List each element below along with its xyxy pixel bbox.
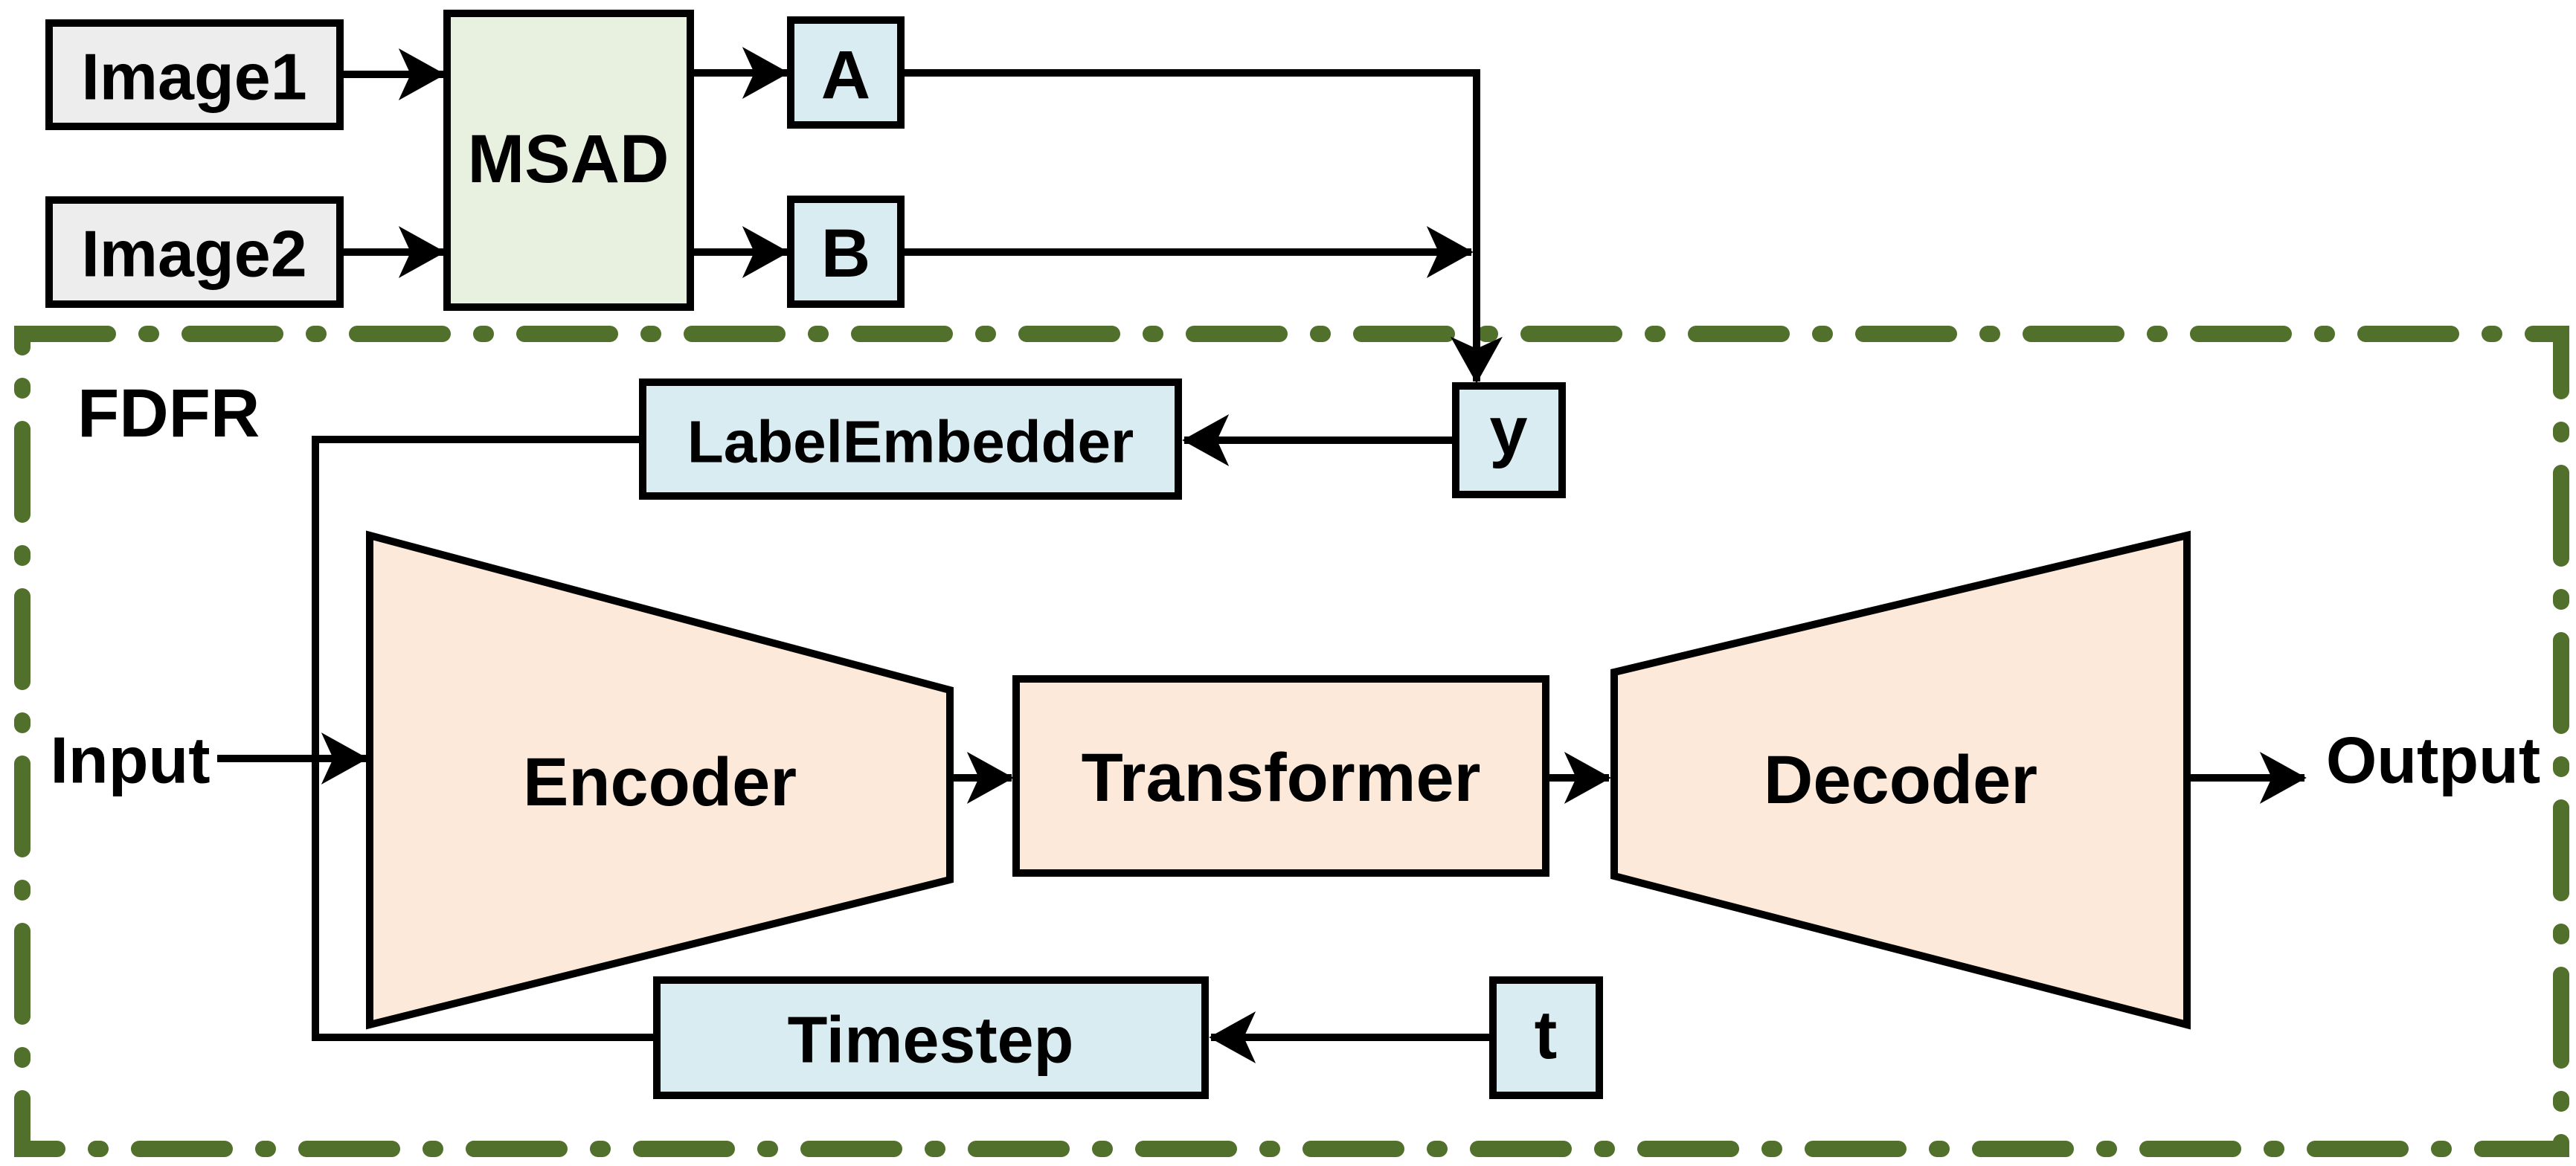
b-label: B [821,216,870,292]
msad-box [443,10,694,311]
t-label: t [1535,997,1558,1073]
fdfr-region-label: FDFR [77,376,260,451]
a-box [787,16,905,129]
encoder-label: Encoder [523,744,797,820]
msad-label: MSAD [468,121,669,197]
image1-box [45,19,344,130]
timestep-box [653,976,1209,1099]
decoder-trapezoid [1610,530,2191,1030]
image2-label: Image2 [81,217,306,291]
t-box [1489,976,1603,1099]
y-box [1452,382,1566,498]
transformer-box [1012,675,1549,877]
y-label: y [1489,393,1527,469]
image1-label: Image1 [81,40,306,114]
labelembedder-label: LabelEmbedder [687,409,1134,475]
labelembedder-box [639,379,1182,500]
image2-box [45,196,344,308]
edge-labelembedder-timestep-connector [312,436,653,1041]
input-label: Input [50,724,210,797]
encoder-trapezoid [366,530,954,1030]
output-label: Output [2326,724,2540,797]
a-label: A [821,37,870,113]
edge-a-to-y [901,69,1503,384]
transformer-label: Transformer [1082,740,1481,816]
timestep-label: Timestep [788,1003,1074,1077]
decoder-label: Decoder [1764,742,2037,818]
b-box [787,196,905,308]
